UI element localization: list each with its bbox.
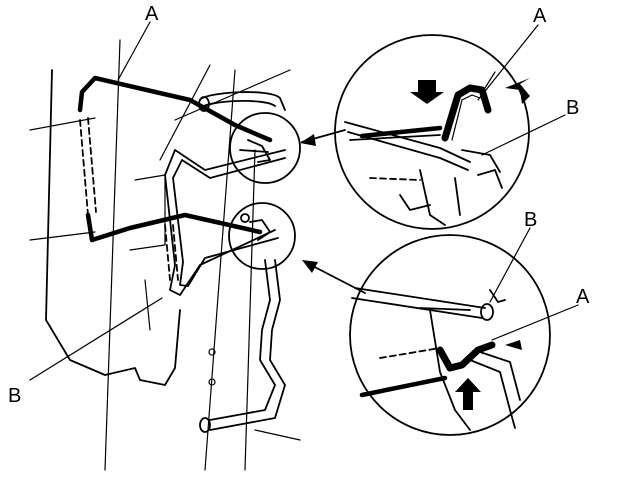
label-a-main: A xyxy=(145,3,159,25)
zoom-circle-top xyxy=(229,112,301,184)
label-a-detail-top: A xyxy=(533,5,547,27)
harness-dashed-edge xyxy=(79,117,179,281)
label-b-detail-top: B xyxy=(566,97,579,119)
push-arrow-bottom-up-icon xyxy=(455,378,481,410)
zoom-circle-bottom xyxy=(228,202,296,270)
bracket-b xyxy=(164,91,286,433)
detail-view-bottom xyxy=(349,234,551,436)
detail-view-top xyxy=(334,34,530,230)
leader-lines xyxy=(29,21,579,381)
push-arrow-bottom-right-icon xyxy=(505,340,522,350)
wire-harness-a xyxy=(77,75,273,243)
callout-arrow-top xyxy=(300,129,346,146)
main-clip-bottom xyxy=(240,213,271,241)
push-arrow-top-left-icon xyxy=(410,80,444,104)
main-clip-top xyxy=(239,139,271,163)
label-a-detail-bottom: A xyxy=(576,286,590,308)
body-panel xyxy=(29,39,301,471)
push-arrow-top-right-icon xyxy=(505,78,530,104)
label-b-detail-bottom: B xyxy=(524,209,537,231)
label-b-main: B xyxy=(8,385,21,407)
